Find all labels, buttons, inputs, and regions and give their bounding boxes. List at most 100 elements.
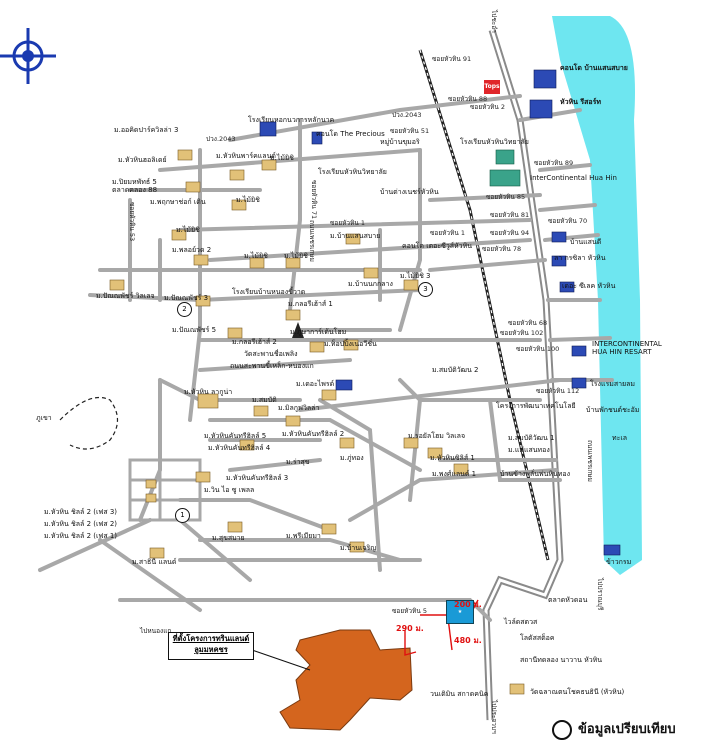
- label-village: ม.หัวหินคันทรีฮิลล์ 3: [226, 474, 289, 482]
- label-village: ม.ปิยมหพัทธ์ 5: [112, 178, 157, 186]
- label-village: ม.ปัณณพัชร์ วิลเลจ: [96, 292, 155, 300]
- label-road: ซอยหัวหิน 51: [390, 127, 430, 135]
- label-school: โรงเรียนหัวหินวิทยาลัย: [460, 138, 529, 146]
- label-place: สถานีทดลอง นาวาน หัวหิน: [520, 656, 603, 664]
- label-village: ม.บ้านเจริญ: [340, 544, 377, 552]
- label-resort: บ้านแสนดี: [570, 238, 602, 246]
- label-village: ม.หัวหิน ชิลล์ 2 (เฟส 2): [44, 520, 118, 528]
- label-village: ม.บ้านแสนสบาย: [330, 232, 381, 240]
- number-badge: 1: [175, 508, 190, 523]
- market-icon: ★: [446, 600, 474, 624]
- railway: [418, 49, 550, 561]
- label-village: ม.หัวหินคันทรีฮิลล์ 2: [282, 430, 345, 438]
- label-road: ซอยหัวหิน 2: [470, 103, 505, 111]
- company-logo: [0, 28, 56, 84]
- label-mountain: ภูเขา: [36, 414, 52, 422]
- label-condo: คอนโด เดอะซีวูส์หัวหิน: [402, 242, 473, 250]
- building-icons: [259, 69, 621, 556]
- label-road: ซอยหัวหิน 71: [310, 180, 318, 220]
- label-school: โรงเรียนหอกนวการหลักนาค: [248, 116, 335, 124]
- label-road: ซอยหัวหิน 89: [534, 159, 574, 167]
- label-road: ปวง.2043: [206, 135, 236, 143]
- label-road: ซอยหัวหิน 102: [500, 329, 544, 337]
- sea-area: [552, 16, 642, 575]
- label-place: ตลาดหัวดอน: [548, 596, 588, 604]
- label-village: ม.ไม้ยิชิ: [284, 252, 308, 260]
- label-village: ม.หัวหินพาร์คแลนด์: [216, 152, 276, 160]
- label-village: ม.พลอย์วด 2: [172, 246, 212, 254]
- label-school: โรงเรียนหัวหินวิทยาลัย: [318, 168, 387, 176]
- label-village: ม.ไม้ยิชิ: [236, 196, 260, 204]
- distance-label: 480 ม.: [454, 636, 482, 645]
- label-road: ซอยหัวหิน 1: [330, 219, 365, 227]
- label-village: ม.รอยัลโฮม วิลเลจ: [408, 432, 466, 440]
- label-village: ม.กลอรีเฮ้าส์ 2: [232, 338, 277, 346]
- label-resort: INTERCONTINENTAL HUA HIN RESART: [592, 340, 662, 356]
- label-condo: คอนโด The Precious: [316, 130, 385, 138]
- label-village: ม.ภูษาการ์เด้นโฮม: [290, 328, 347, 336]
- label-place: บ้านข้างพลั่นพ่นหินทอง: [500, 470, 571, 478]
- label-village: ตลาดคลอง 88: [112, 186, 158, 194]
- label-village: ม.สาธินี แลนด์: [132, 558, 177, 566]
- label-road: ไปชะอำ: [490, 10, 498, 33]
- project-area: [279, 629, 413, 731]
- label-village: ม.ไม้ยิชิ 3: [400, 272, 431, 280]
- label-road: ถนนสะพานขี้เหล็ก-หนองแก: [230, 362, 314, 370]
- label-village: ม.สุขสบาย: [212, 534, 245, 542]
- label-village: ม.ร่าสุข: [286, 458, 310, 466]
- tops-market-icon: Tops: [484, 80, 500, 94]
- label-village: ม.สมบัติวัฒน 1: [508, 434, 555, 442]
- legend: ข้อมูลเปรียบเทียบ: [552, 718, 676, 740]
- label-road: ซอยหัวหิน 112: [536, 387, 580, 395]
- label-road: ซอยหัวหิน 70: [548, 217, 588, 225]
- label-road: ซอยหัวหิน 85: [486, 193, 526, 201]
- label-place: ไวล์ดสตวส: [504, 618, 538, 626]
- label-village: ม.เดอะไพรด์: [296, 380, 335, 388]
- label-village: ม.พงศ์แลนด์ 1: [432, 470, 477, 478]
- label-resort: โรงแรมสายลม: [590, 380, 636, 388]
- label-place: วนเติมิน สกาดคนิค: [430, 690, 489, 698]
- label-village: ม.หัวหินฮอลิเดย์: [118, 156, 167, 164]
- label-road: ไปหนองแก: [140, 627, 172, 635]
- label-road: ซอยหัวหิน 5: [392, 607, 427, 615]
- label-village: ม.ภู่ทอง: [340, 454, 364, 462]
- number-badge: 3: [418, 282, 433, 297]
- highway-main: [482, 28, 564, 721]
- label-resort: บ้านพักชนต์ชะอัม: [586, 406, 640, 414]
- label-place: บ้านต่างเนชร์หัวหิน: [380, 188, 439, 196]
- label-resort: เดอะ ซีเลค หัวหิน: [562, 282, 616, 290]
- label-village: ม.ออคิดปาร์ควิลล่า 3: [114, 126, 179, 134]
- label-road: ไปประจวบฯ: [490, 700, 498, 734]
- label-road: ซอยหัวหิน 81: [490, 211, 530, 219]
- legend-text: ข้อมูลเปรียบเทียบ: [578, 722, 676, 737]
- label-place: โลตัสสต็อค: [520, 634, 555, 642]
- label-resort: หัวหิน รีสอร์ท: [560, 98, 601, 106]
- distance-label: 290 ม.: [396, 624, 424, 633]
- label-village: ม.ท็อปปิ้งเนอวีชั่น: [324, 340, 377, 348]
- label-condo: คอนโด บ้านแสนสบาย: [560, 64, 628, 72]
- label-village: ม.ไม้ยิชิ: [270, 154, 294, 162]
- label-road: ถนนเพชรเกษม: [308, 220, 316, 262]
- label-road: ซอยหัวหิน 1: [430, 229, 465, 237]
- label-road: ซอยหัวหิน 94: [490, 229, 530, 237]
- label-village: ม.หัวหิน ลากูน่า: [184, 388, 233, 396]
- label-road: ถนนเพชรเกษม: [586, 440, 594, 482]
- road-network: [38, 94, 614, 622]
- label-village: ม.หัวหินซิลิส์ 1: [430, 454, 475, 462]
- project-pointer: [251, 649, 311, 671]
- label-village: ม.พฤกษาช่อก์ เดิน: [150, 198, 206, 206]
- label-village: ม.หัวหินคันทรีฮิลล์ 4: [208, 444, 271, 452]
- label-village: ม.ไม้ยิชิ: [176, 226, 200, 234]
- temple-icon: [292, 322, 304, 338]
- house-icons: [109, 149, 525, 695]
- label-road: ไปปราณบุรี: [596, 578, 604, 611]
- subdivision-grid: [128, 458, 202, 522]
- project-label: ที่ตั้งโครงการทรินแลนด์ ลูมมหคชร: [168, 632, 254, 660]
- mountain-outline: [59, 396, 119, 450]
- label-village: ม.บ้านนกกลาง: [348, 280, 393, 288]
- legend-circle-icon: [552, 719, 572, 740]
- label-village: ม.ปัณณพัชร์ 5: [172, 326, 217, 334]
- label-road: ซอยหัวหิน 100: [516, 345, 560, 353]
- label-village: ม.หัวหินคันทรีฮิลล์ 5: [204, 432, 267, 440]
- number-badge: 2: [177, 302, 192, 317]
